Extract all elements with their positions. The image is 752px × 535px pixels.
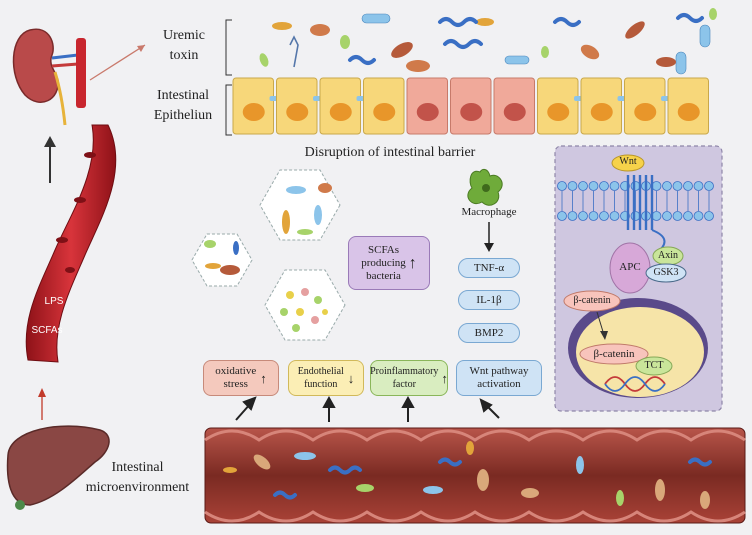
up-arrow-liver bbox=[38, 388, 46, 420]
beta-catenin-nuc-label: β-catenin bbox=[593, 348, 635, 360]
cytokine-il1b: IL-1β bbox=[458, 290, 520, 310]
axin-label: Axin bbox=[658, 250, 678, 261]
intestinal-microenvironment-label: Intestinal microenvironment bbox=[85, 460, 190, 495]
membrane-lipid bbox=[672, 181, 683, 191]
membrane-lipid bbox=[630, 181, 641, 191]
cytokine-bmp2: BMP2 bbox=[458, 323, 520, 343]
beta-catenin-cyto-label: β-catenin bbox=[573, 295, 611, 306]
kidney-icon bbox=[12, 28, 86, 126]
membrane-lipid bbox=[683, 211, 693, 221]
effect-text: oxidative stress bbox=[215, 365, 257, 390]
membrane-lipid bbox=[609, 211, 620, 221]
membrane-lipid bbox=[557, 211, 567, 221]
cell-nucleus bbox=[590, 103, 613, 121]
epithelium-cells bbox=[232, 77, 709, 135]
cytokine-tnf: TNF-α bbox=[458, 258, 520, 278]
macrophage-arrow bbox=[484, 222, 494, 252]
intestine-icon bbox=[204, 427, 746, 524]
cell-nucleus bbox=[634, 103, 657, 121]
cell-nucleus bbox=[373, 103, 396, 121]
membrane-lipid bbox=[672, 211, 683, 221]
tct-label: TCT bbox=[644, 360, 664, 371]
membrane-lipid bbox=[588, 211, 599, 221]
scfa-up-arrow-icon: ↑ bbox=[408, 254, 417, 272]
disruption-label: Disruption of intestinal barrier bbox=[304, 145, 476, 160]
effect-arrows bbox=[235, 395, 500, 422]
liver-icon bbox=[6, 425, 110, 510]
label-brackets bbox=[225, 19, 232, 136]
uremic-toxin-label: Uremic toxin bbox=[163, 28, 205, 63]
lps-label: LPS bbox=[44, 296, 64, 307]
effect-arrow-icon: ↓ bbox=[347, 370, 355, 386]
kidney-toxin-arrow bbox=[89, 44, 146, 81]
wnt-panel bbox=[554, 145, 723, 412]
wnt-label: Wnt bbox=[619, 156, 637, 167]
membrane-lipid bbox=[567, 211, 578, 221]
membrane-lipid bbox=[567, 181, 578, 191]
cell-nucleus bbox=[503, 103, 526, 121]
up-arrow-kidney bbox=[44, 136, 56, 183]
membrane-lipid bbox=[704, 181, 714, 191]
membrane-lipid bbox=[683, 181, 693, 191]
membrane-lipid bbox=[704, 211, 714, 221]
scfa-box-text: SCFAs producing bacteria bbox=[361, 243, 406, 282]
cell-nucleus bbox=[677, 103, 700, 121]
effect-arrow-icon: ↑ bbox=[441, 370, 448, 386]
membrane-lipid bbox=[609, 181, 620, 191]
effect-oxidative-stress: oxidative stress ↑ bbox=[203, 360, 279, 396]
membrane-lipid bbox=[651, 211, 662, 221]
cell-nucleus bbox=[329, 103, 352, 121]
effect-proinflammatory-factor: Proinflammatory factor ↑ bbox=[370, 360, 448, 396]
cell-nucleus bbox=[242, 103, 265, 121]
scfa-producing-bacteria-box: SCFAs producing bacteria ↑ bbox=[348, 236, 430, 290]
cell-nucleus bbox=[286, 103, 309, 121]
blood-vessel-icon bbox=[25, 124, 117, 363]
membrane-lipid bbox=[578, 181, 588, 191]
membrane-lipid bbox=[662, 181, 672, 191]
membrane-lipid bbox=[578, 211, 588, 221]
effect-wnt-pathway-activation: Wnt pathway activation bbox=[456, 360, 542, 396]
membrane-lipid bbox=[599, 181, 609, 191]
hexagon-bacteria bbox=[204, 183, 332, 332]
membrane-lipid bbox=[693, 211, 704, 221]
membrane-lipid bbox=[693, 181, 704, 191]
scfas-label: SCFAs bbox=[31, 325, 63, 336]
effect-endothelial-function: Endothelial function ↓ bbox=[288, 360, 364, 396]
membrane-lipid bbox=[599, 211, 609, 221]
cell-nucleus bbox=[460, 103, 483, 121]
macrophage-label: Macrophage bbox=[461, 206, 517, 218]
macrophage-icon bbox=[467, 168, 503, 206]
membrane-lipid bbox=[588, 181, 599, 191]
effect-text: Endothelial function bbox=[297, 366, 344, 390]
membrane-lipid bbox=[662, 211, 672, 221]
cell-nucleus bbox=[416, 103, 439, 121]
bacteria-top bbox=[259, 8, 717, 75]
membrane-lipid bbox=[630, 211, 641, 221]
membrane-lipid bbox=[651, 181, 662, 191]
effect-arrow-icon: ↑ bbox=[260, 370, 267, 386]
bacteria-hexagons bbox=[191, 169, 346, 341]
intestinal-epithelium-label: Intestinal Epitheliun bbox=[153, 88, 213, 123]
membrane-lipid bbox=[557, 181, 567, 191]
effect-text: Proinflammatory factor bbox=[370, 366, 439, 390]
gsk3-label: GSK3 bbox=[653, 267, 679, 278]
effect-text: Wnt pathway activation bbox=[469, 365, 529, 390]
cell-nucleus bbox=[547, 103, 570, 121]
apc-label: APC bbox=[619, 261, 641, 273]
